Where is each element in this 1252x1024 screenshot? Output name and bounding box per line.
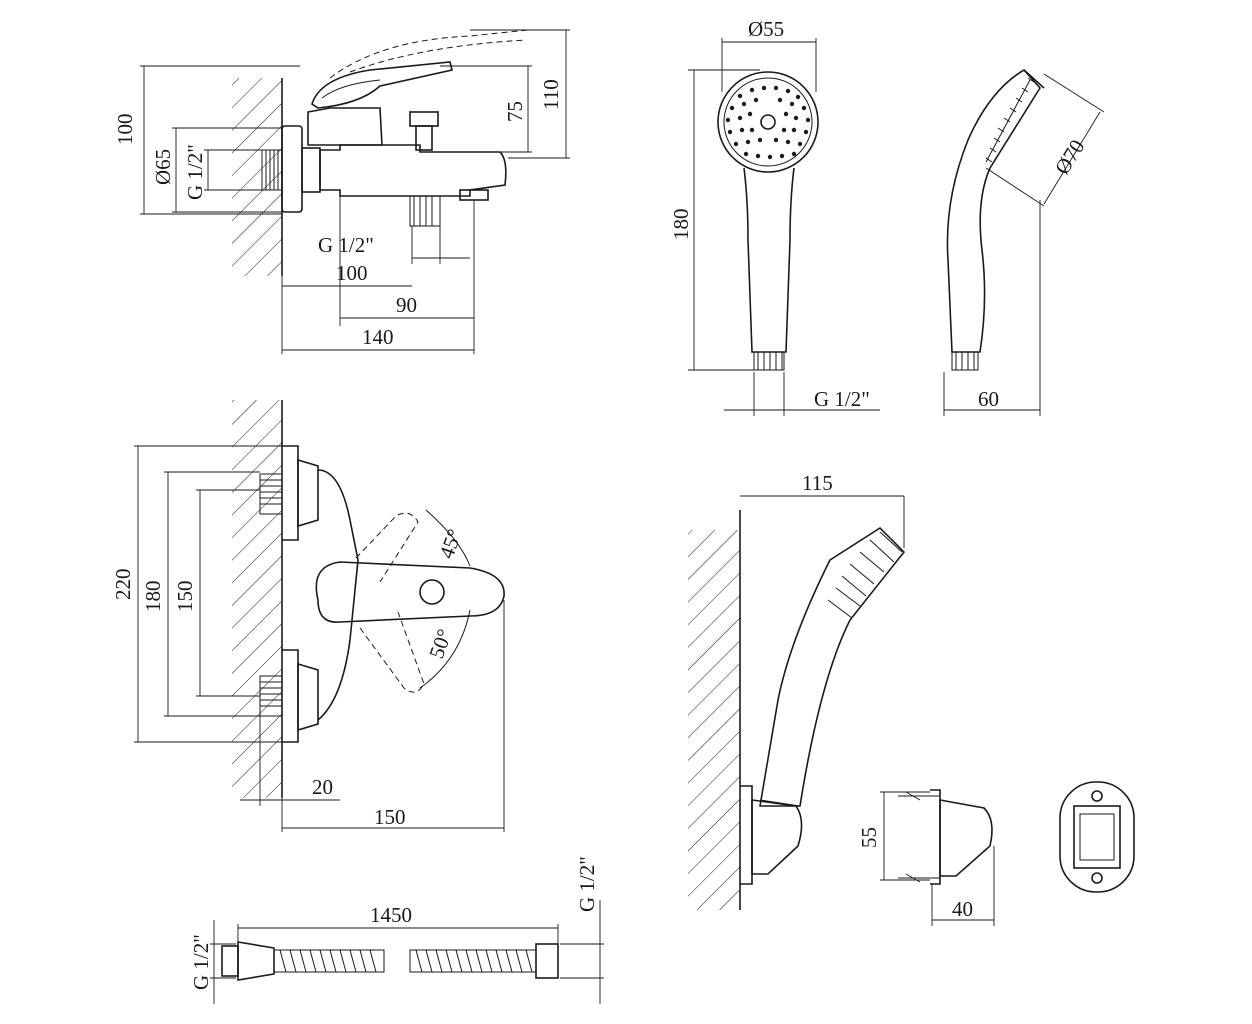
dim-shower-depth-60: 60 [978, 387, 999, 411]
faucet-side-view [140, 29, 570, 354]
dim-flange-diameter: Ø65 [151, 149, 175, 185]
dim-shower-thread: G 1/2" [814, 387, 870, 411]
dim-hose-thread-right: G 1/2" [575, 856, 599, 912]
hand-shower-side [943, 68, 1105, 416]
dim-shower-diameter-55: Ø55 [748, 17, 784, 41]
wall-mounted-shower [688, 495, 906, 910]
dim-width-140: 140 [362, 325, 394, 349]
holder-detail [880, 781, 1135, 926]
wall-hatch-2 [232, 400, 282, 798]
hand-shower-front [688, 38, 880, 416]
shower-hose [210, 900, 604, 1004]
dim-front-height-180: 180 [141, 581, 165, 613]
dim-width-100: 100 [336, 261, 368, 285]
dim-front-height-150: 150 [173, 581, 197, 613]
dim-front-width-20: 20 [312, 775, 333, 799]
dim-shower-length-180: 180 [669, 209, 693, 241]
dim-faucet-height-100: 100 [113, 114, 137, 146]
dim-angle-45: 45° [434, 526, 467, 562]
dim-width-90: 90 [396, 293, 417, 317]
dim-front-height-220: 220 [111, 569, 135, 601]
dim-hose-length: 1450 [370, 903, 412, 927]
faucet-front-view [134, 400, 505, 832]
dim-spout-thread: G 1/2" [318, 233, 374, 257]
dim-height-75: 75 [503, 101, 527, 122]
dim-inlet-thread: G 1/2" [183, 144, 207, 200]
dim-hose-thread-left: G 1/2" [189, 934, 213, 990]
dim-holder-height-55: 55 [857, 827, 881, 848]
dim-mount-reach-115: 115 [802, 471, 833, 495]
dim-shower-head-diameter-70: Ø70 [1050, 135, 1090, 178]
dim-front-width-150: 150 [374, 805, 406, 829]
dim-height-110: 110 [539, 79, 563, 110]
wall-hatch-3 [688, 530, 740, 910]
dim-holder-depth-40: 40 [952, 897, 973, 921]
